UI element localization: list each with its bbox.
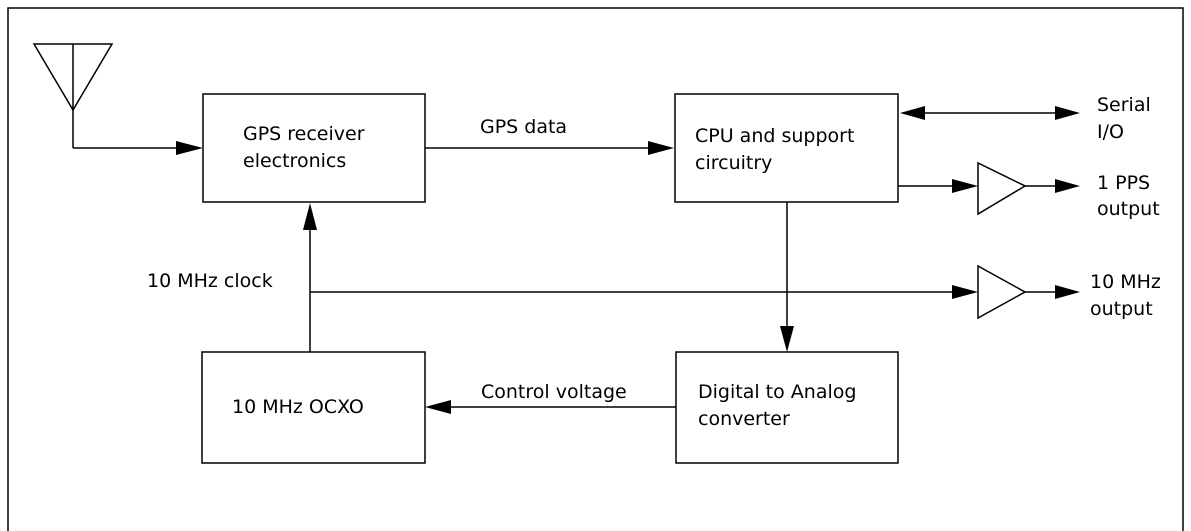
- cpu-block: CPU and support circuitry: [674, 93, 899, 203]
- gps-data-connector: GPS data: [425, 116, 674, 155]
- ocxo-label: 10 MHz OCXO: [232, 396, 364, 418]
- antenna-to-receiver-connector: [73, 141, 203, 155]
- mhz10-buffer-amplifier: [977, 264, 1027, 320]
- dac-label-line2: converter: [698, 408, 790, 430]
- diagram-frame: [7, 7, 1184, 531]
- pps-label-line2: output: [1097, 198, 1160, 220]
- mhz10-label-line1: 10 MHz: [1090, 271, 1161, 293]
- mhz10-output-path: 10 MHz output: [977, 264, 1161, 320]
- serial-label-line2: I/O: [1097, 121, 1124, 143]
- pps-output-path: 1 PPS output: [898, 161, 1160, 220]
- clock-label: 10 MHz clock: [147, 270, 273, 292]
- serial-io-connector: Serial I/O: [900, 94, 1151, 143]
- cpu-to-dac-connector: [780, 202, 794, 352]
- control-voltage-label: Control voltage: [481, 381, 627, 403]
- mhz10-label-line2: output: [1090, 298, 1153, 320]
- clock-distribution-connector: 10 MHz clock: [147, 203, 978, 352]
- control-voltage-connector: Control voltage: [425, 381, 676, 414]
- antenna-icon: [32, 43, 114, 148]
- cpu-label-line1: CPU and support: [695, 125, 854, 147]
- gps-receiver-label-line1: GPS receiver: [243, 123, 365, 145]
- ocxo-block: 10 MHz OCXO: [201, 351, 426, 464]
- gps-data-label: GPS data: [480, 116, 567, 138]
- gps-receiver-label-line2: electronics: [243, 150, 346, 172]
- dac-block: Digital to Analog converter: [675, 351, 899, 464]
- dac-label-line1: Digital to Analog: [698, 381, 856, 403]
- gps-receiver-block: GPS receiver electronics: [202, 93, 426, 203]
- pps-buffer-amplifier: [977, 161, 1027, 216]
- cpu-label-line2: circuitry: [695, 152, 772, 174]
- pps-label-line1: 1 PPS: [1097, 172, 1150, 194]
- serial-label-line1: Serial: [1097, 94, 1151, 116]
